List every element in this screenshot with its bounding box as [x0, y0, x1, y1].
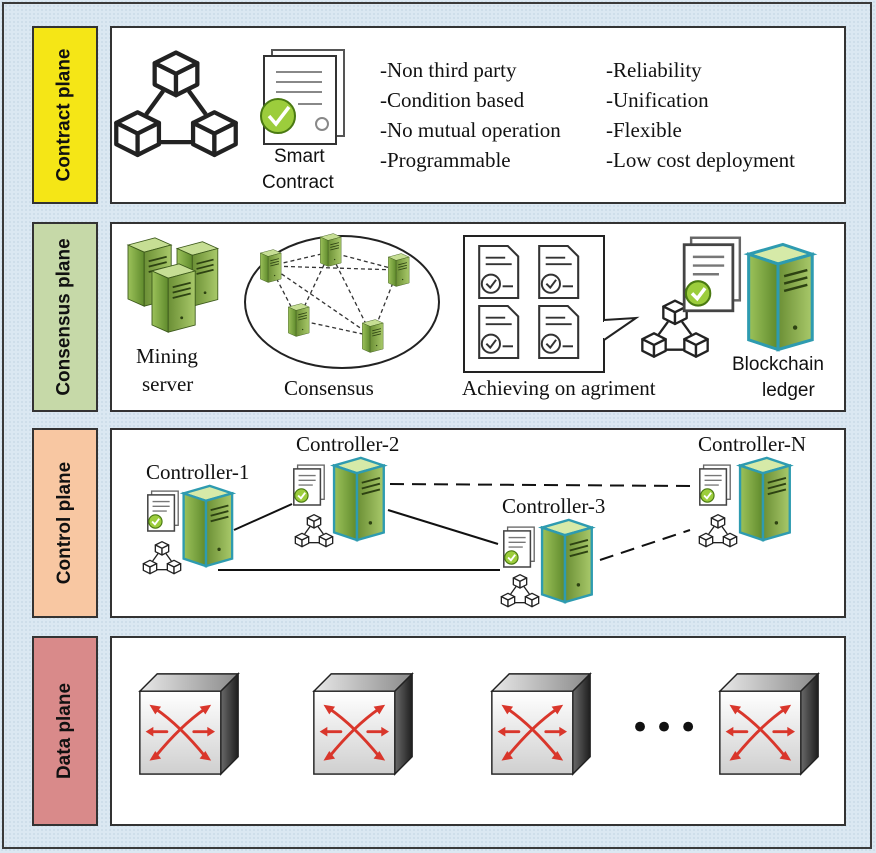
contract-plane-panel — [110, 26, 846, 204]
contract-plane-label: Contract plane — [32, 26, 98, 204]
control-links — [218, 483, 693, 571]
feature-right-1: -Reliability — [606, 58, 702, 82]
mining-server-label-2: server — [142, 372, 194, 396]
blockchain-ledger-label-1: Blockchain — [732, 354, 824, 375]
feature-right-2: -Unification — [606, 88, 709, 112]
controller-2-label: Controller-2 — [296, 432, 400, 456]
feature-right-4: -Low cost deployment — [606, 148, 795, 172]
blockchain-ledger-icon — [682, 236, 814, 352]
mining-server-label-1: Mining — [136, 344, 198, 368]
smart-contract-label-2: Contract — [262, 172, 334, 193]
controller-n-label: Controller-N — [698, 432, 807, 456]
agreement-label: Achieving on agriment — [462, 376, 656, 400]
mining-server-icon — [127, 236, 219, 334]
smart-contract-icon — [260, 49, 345, 145]
consensus-network-icon — [244, 233, 440, 369]
feature-right-3: -Flexible — [606, 118, 682, 142]
switch-icon-3 — [490, 672, 592, 776]
controller-n-node — [698, 456, 792, 548]
controller-1-label: Controller-1 — [146, 460, 250, 484]
controller-2-node — [292, 456, 386, 548]
feature-left-1: -Non third party — [380, 58, 517, 82]
controller-3-node — [500, 518, 594, 608]
controller-1-node — [142, 484, 234, 575]
control-plane-label: Control plane — [32, 428, 98, 618]
consensus-plane-label: Consensus plane — [32, 222, 98, 412]
more-switches-ellipsis: ••• — [630, 708, 703, 748]
controller-3-label: Controller-3 — [502, 494, 606, 518]
feature-left-2: -Condition based — [380, 88, 525, 112]
data-plane-label: Data plane — [32, 636, 98, 826]
switch-icon-2 — [312, 672, 414, 776]
switch-icon-1 — [138, 672, 240, 776]
switch-icon-4 — [718, 672, 820, 776]
feature-left-3: -No mutual operation — [380, 118, 561, 142]
agreement-documents-icon — [463, 235, 709, 373]
blockchain-ledger-label-2: ledger — [762, 380, 815, 401]
feature-left-4: -Programmable — [380, 148, 511, 172]
blockchain-icon — [116, 53, 235, 155]
smart-contract-label-1: Smart — [274, 146, 325, 167]
consensus-label: Consensus — [284, 376, 374, 400]
